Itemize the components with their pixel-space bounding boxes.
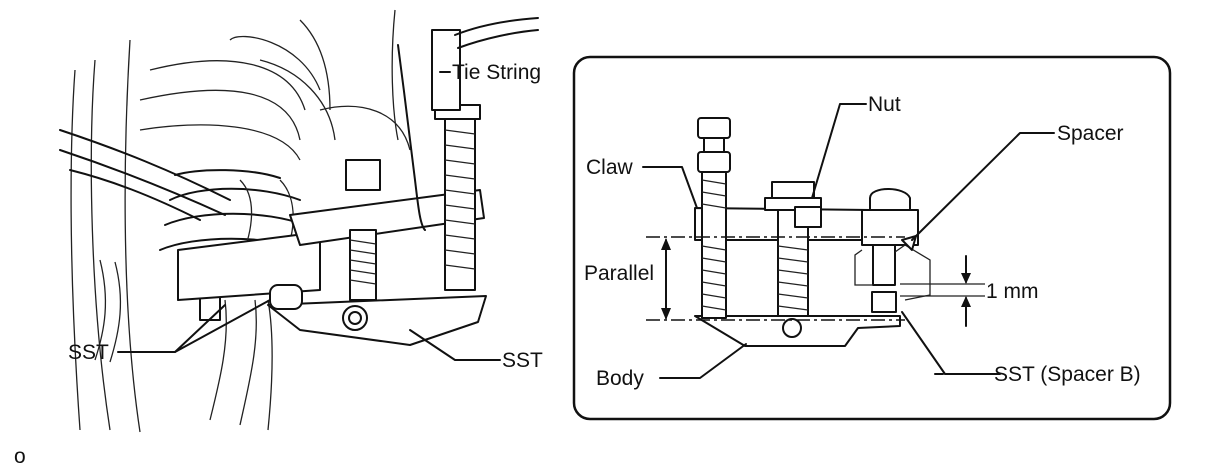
label-sst-right: SST <box>502 349 543 372</box>
label-sst-spacer-b: SST (Spacer B) <box>994 363 1141 386</box>
label-parallel: Parallel <box>584 262 654 285</box>
label-tie-string: Tie String <box>452 61 541 84</box>
label-body: Body <box>596 367 644 390</box>
label-nut: Nut <box>868 93 901 116</box>
detail-panel <box>572 55 1172 421</box>
label-one-mm: 1 mm <box>986 280 1039 303</box>
spacer-b-part <box>871 291 897 313</box>
footer-mark: o <box>14 445 26 468</box>
detail-callouts: Nut Spacer Claw Parallel 1 mm Body SST (… <box>584 93 1141 390</box>
label-sst-left: SST <box>68 341 109 364</box>
tie-string <box>397 44 426 231</box>
left-illustration <box>59 9 539 433</box>
label-spacer: Spacer <box>1057 122 1124 145</box>
label-claw: Claw <box>586 156 634 179</box>
ball-joint-puller-arm <box>177 17 539 346</box>
left-callouts: Tie String SST SST <box>68 61 543 372</box>
